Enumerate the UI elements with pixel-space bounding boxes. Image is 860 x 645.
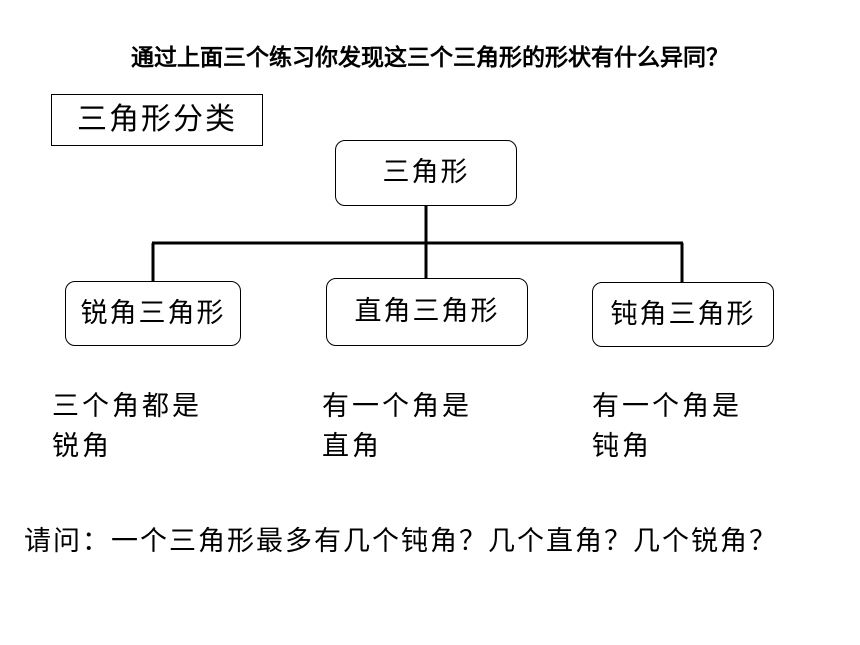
tree-node-right-triangle: 直角三角形	[326, 278, 528, 346]
tree-node-acute-triangle: 锐角三角形	[65, 281, 241, 346]
description-acute-line2: 锐角	[52, 431, 112, 462]
description-acute: 三个角都是 锐角	[52, 387, 202, 467]
section-title: 三角形分类	[51, 94, 263, 146]
top-question: 通过上面三个练习你发现这三个三角形的形状有什么异同？	[131, 45, 729, 71]
description-right-line2: 直角	[322, 431, 382, 462]
tree-node-triangle: 三角形	[335, 140, 517, 206]
tree-node-obtuse-triangle: 钝角三角形	[592, 282, 774, 347]
description-acute-line1: 三个角都是	[52, 391, 202, 422]
description-obtuse-line1: 有一个角是	[592, 391, 742, 422]
description-right: 有一个角是 直角	[322, 387, 472, 467]
description-right-line1: 有一个角是	[322, 391, 472, 422]
bottom-question: 请问：一个三角形最多有几个钝角？几个直角？几个锐角？	[24, 526, 778, 557]
description-obtuse: 有一个角是 钝角	[592, 387, 742, 467]
description-obtuse-line2: 钝角	[592, 431, 652, 462]
